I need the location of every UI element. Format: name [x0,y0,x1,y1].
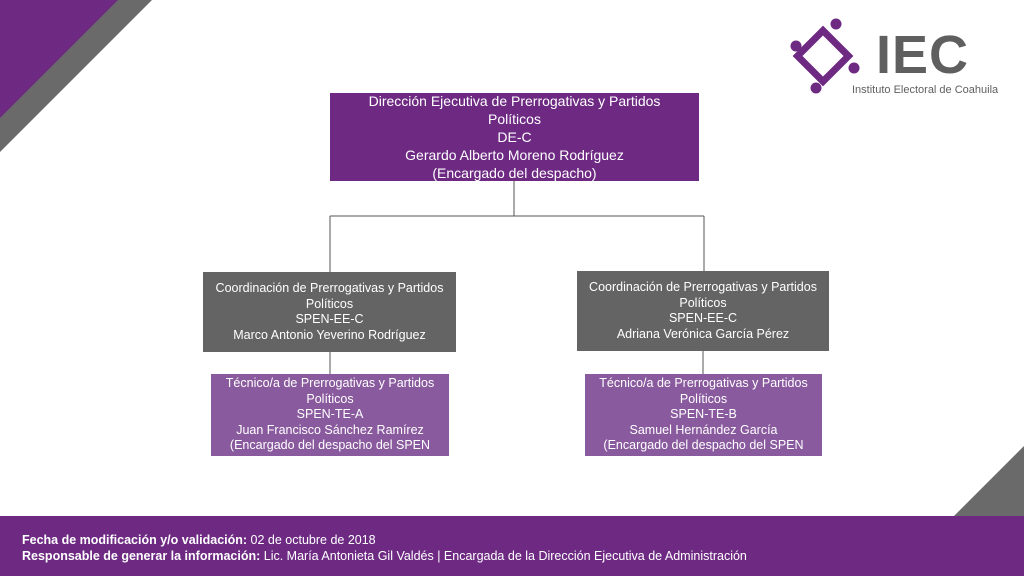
technician-name: Samuel Hernández García [629,422,778,437]
director-title-line2: Políticos [488,111,541,127]
technician-title-line1: Técnico/a de Prerrogativas y Partidos [599,376,808,391]
technician-note: (Encargado del despacho del SPEN [229,438,431,453]
footer-modification-date: Fecha de modificación y/o validación: 02… [22,533,376,547]
top-left-corner-decoration [0,0,152,152]
coordination-box-left: Coordinación de Prerrogativas y Partidos… [203,272,456,352]
technician-code: SPEN-TE-A [296,407,364,422]
director-note: (Encargado del despacho) [432,165,597,181]
coordination-title-line1: Coordinación de Prerrogativas y Partidos [215,281,444,295]
technician-title-line2: Políticos [679,391,728,406]
coordination-title-line1: Coordinación de Prerrogativas y Partidos [589,280,817,294]
iec-emblem-icon [790,18,860,94]
footer-responsible: Responsable de generar la información: L… [22,549,747,563]
footer-bar: Fecha de modificación y/o validación: 02… [0,516,1024,576]
logo-institution-name: Instituto Electoral de Coahuila [852,84,999,96]
director-title-line1: Dirección Ejecutiva de Prerrogativas y P… [368,93,661,109]
technician-title-line1: Técnico/a de Prerrogativas y Partidos [225,376,435,391]
coordination-box-right: Coordinación de Prerrogativas y Partidos… [577,271,829,351]
coordination-name: Adriana Verónica García Pérez [616,326,790,341]
coordination-code: SPEN-EE-C [668,311,738,325]
footer-responsible-label: Responsable de generar la información: [22,549,261,563]
footer-date-value: 02 de octubre de 2018 [247,533,376,547]
technician-title-line2: Políticos [306,391,354,406]
technician-box-left: Técnico/a de Prerrogativas y Partidos Po… [211,374,449,456]
director-code: DE-C [497,129,532,145]
director-name: Gerardo Alberto Moreno Rodríguez [405,147,624,163]
coordination-title-line2: Políticos [679,295,727,310]
director-box: Dirección Ejecutiva de Prerrogativas y P… [330,93,699,181]
coordination-name: Marco Antonio Yeverino Rodríguez [233,327,426,342]
technician-box-right: Técnico/a de Prerrogativas y Partidos Po… [585,374,822,456]
technician-note: (Encargado del despacho del SPEN [603,438,804,453]
footer-date-label: Fecha de modificación y/o validación: [22,533,248,547]
technician-name: Juan Francisco Sánchez Ramírez [236,422,424,437]
logo-acronym: IEC [876,25,970,85]
coordination-code: SPEN-EE-C [295,312,364,326]
footer-responsible-value: Lic. María Antonieta Gil Valdés | Encarg… [260,549,747,563]
coordination-title-line2: Políticos [305,296,354,311]
technician-code: SPEN-TE-B [670,407,737,422]
